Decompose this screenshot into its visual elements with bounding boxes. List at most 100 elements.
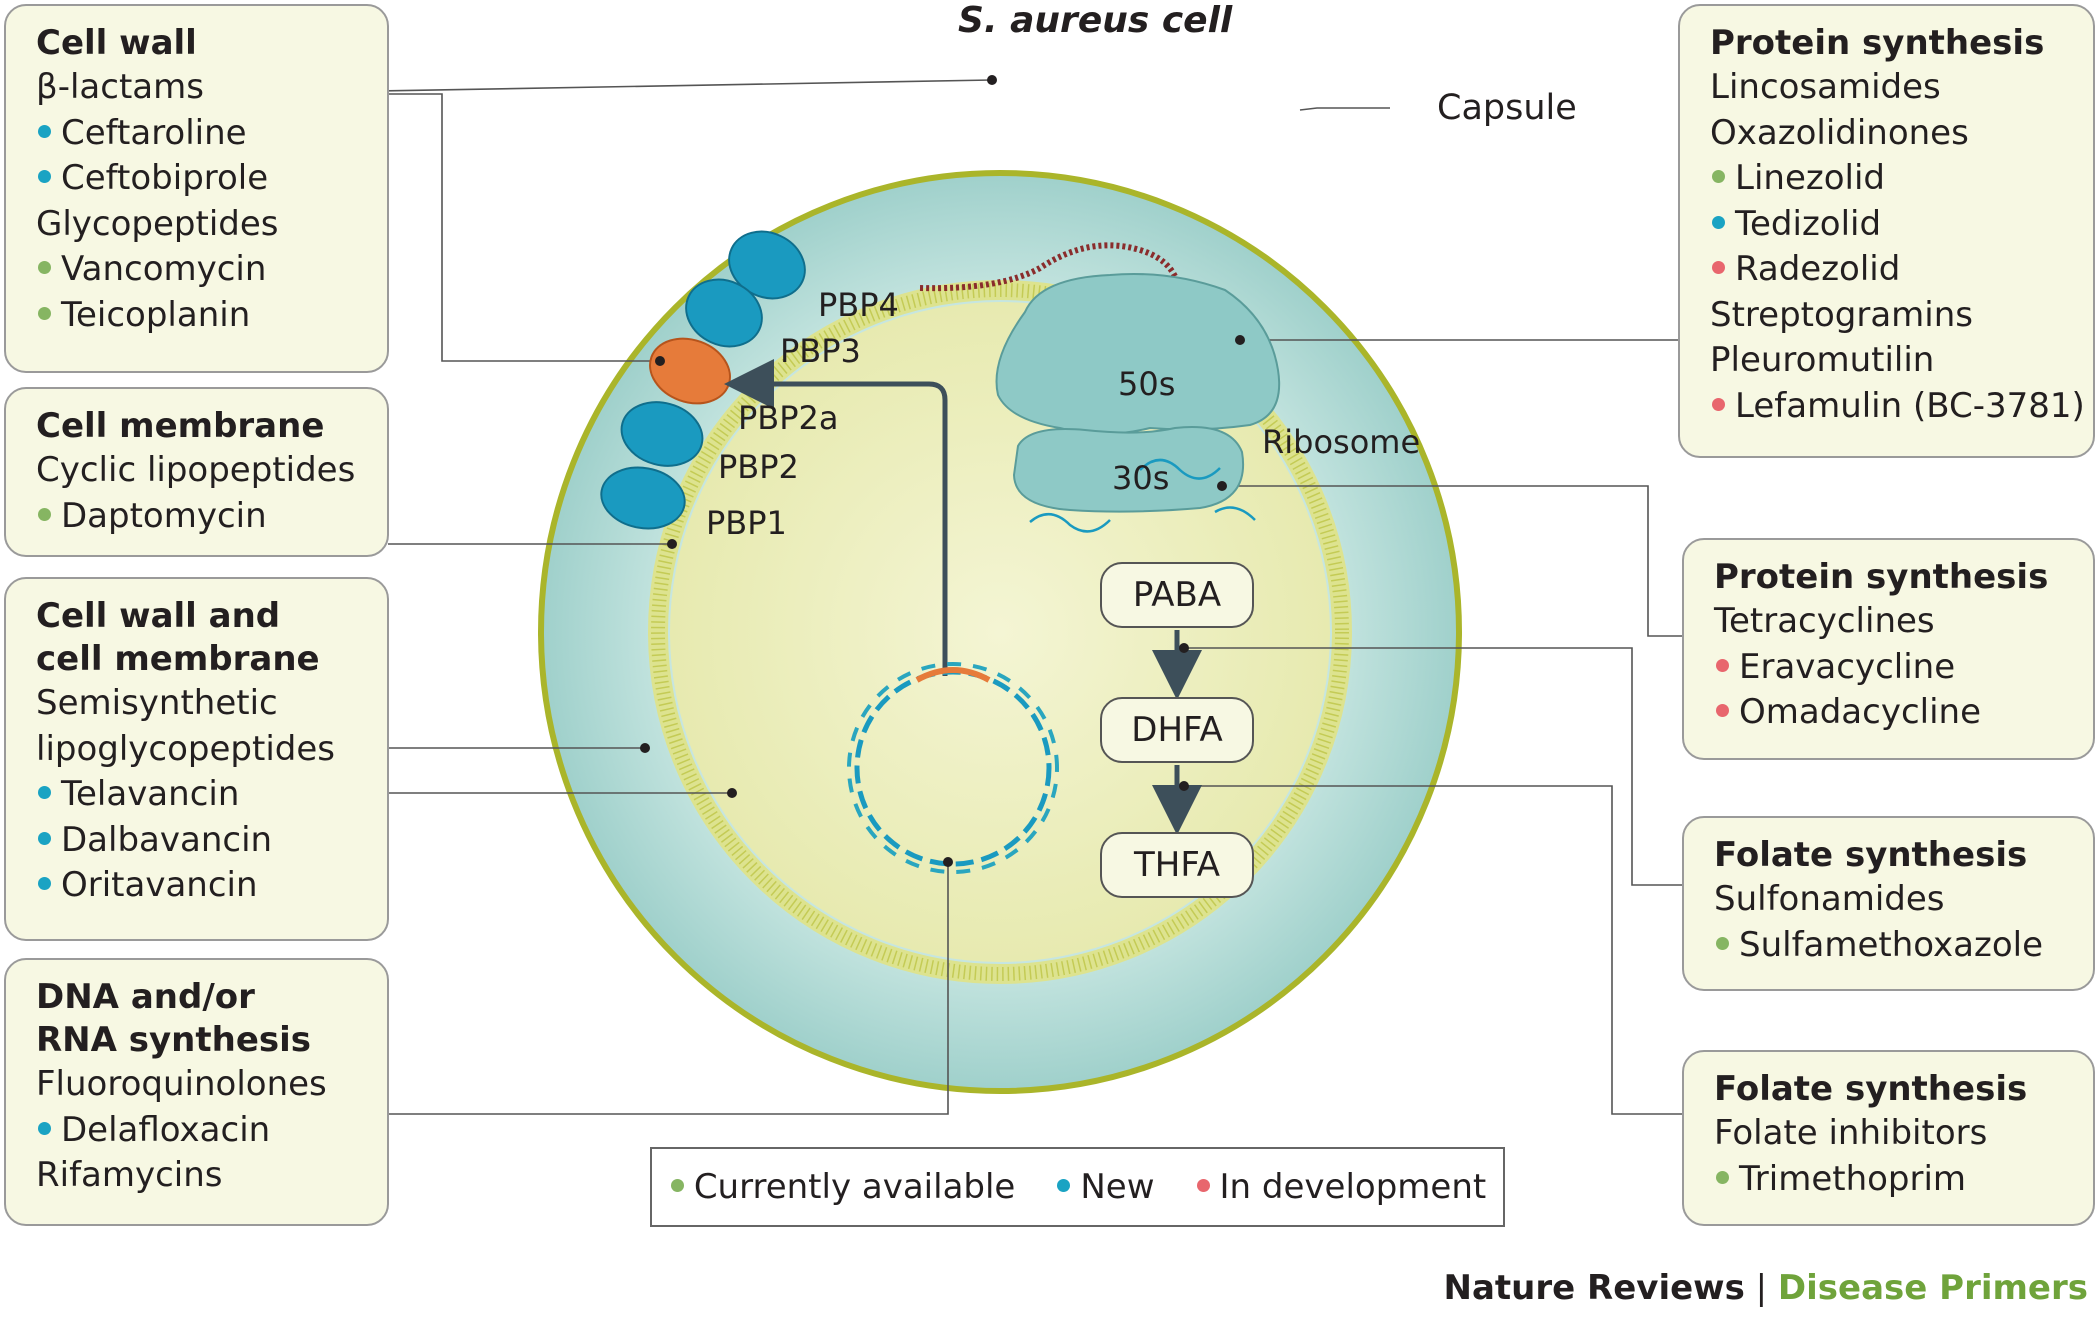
new-dot-icon [1057, 1179, 1071, 1192]
ribosome-30s-label: 30s [1112, 459, 1170, 497]
pbp1-label: PBP1 [706, 504, 787, 542]
pbp4b-protein [685, 278, 763, 348]
line-text: Protein synthesis [1710, 23, 2045, 63]
drug-class: Tetracyclines [1714, 599, 2075, 645]
pbp2-protein [620, 401, 704, 467]
journal-series: Disease Primers [1777, 1268, 2088, 1308]
line-text: Trimethoprim [1739, 1158, 1967, 1199]
ribosome-30s-subunit [1012, 426, 1245, 513]
drug-class: Sulfonamides [1714, 877, 2075, 923]
box-title: RNA synthesis [36, 1019, 369, 1062]
legend: Currently available New In development [650, 1147, 1505, 1227]
line-text: Linezolid [1735, 158, 1885, 198]
line-text: Sulfonamides [1714, 879, 1945, 919]
drug-item: Vancomycin [36, 247, 369, 293]
line-text: Dalbavancin [61, 819, 273, 860]
available-status-dot-icon [38, 306, 51, 320]
drug-item: Ceftobiprole [36, 156, 369, 202]
available-status-dot-icon [38, 261, 51, 274]
available-status-dot-icon [38, 507, 51, 521]
drug-class: Fluoroquinolones [36, 1062, 369, 1108]
drug-item: Delafloxacin [36, 1108, 369, 1154]
legend-available-label: Currently available [693, 1167, 1016, 1207]
drug-class: Streptogramins [1710, 293, 2075, 339]
drug-class: Folate inhibitors [1714, 1111, 2075, 1157]
mrna-strand [919, 242, 1184, 331]
line-text: Ceftaroline [61, 112, 247, 153]
line-text: Oxazolidinones [1710, 112, 1969, 153]
dev-status-dot-icon [1716, 658, 1729, 672]
in-development-dot-icon [1196, 1179, 1210, 1192]
line-text: Rifamycins [36, 1155, 223, 1195]
drug-class: Oxazolidinones [1710, 111, 2075, 157]
line-text: Streptogramins [1710, 294, 1974, 335]
line-text: Sulfamethoxazole [1739, 924, 2044, 965]
new-status-dot-icon [38, 124, 51, 138]
line-text: β-lactams [36, 67, 204, 107]
new-status-dot-icon [38, 170, 51, 183]
ribosome-label: Ribosome [1262, 423, 1421, 461]
new-status-dot-icon [38, 786, 51, 799]
ribosome-50s-label: 50s [1118, 365, 1176, 403]
line-text: Glycopeptides [36, 203, 279, 244]
journal-name: Nature Reviews [1443, 1268, 1745, 1308]
line-text: Cell wall and [36, 596, 281, 636]
drug-class: Lincosamides [1710, 65, 2075, 111]
legend-dev: In development [1195, 1167, 1486, 1207]
line-text: Protein synthesis [1714, 557, 2049, 597]
available-status-dot-icon [1716, 1170, 1729, 1184]
line-text: Ceftobiprole [61, 158, 269, 198]
line-text: Tedizolid [1735, 203, 1882, 244]
available-status-dot-icon [1712, 170, 1725, 183]
line-text: Pleuromutilin [1710, 340, 1935, 380]
drug-item: Daptomycin [36, 494, 369, 540]
line-text: Cell wall [36, 23, 197, 63]
drug-class: lipoglycopeptides [36, 727, 369, 773]
drug-class: Cyclic lipopeptides [36, 448, 369, 494]
ribosome-50s-subunit [995, 273, 1281, 435]
line-text: Folate inhibitors [1714, 1113, 1988, 1153]
pbp3-label: PBP3 [780, 332, 861, 370]
drug-item: Lefamulin (BC-3781) [1710, 384, 2085, 430]
box-title: Folate synthesis [1714, 834, 2075, 877]
line-text: Oritavancin [61, 865, 258, 905]
drug-item: Trimethoprim [1714, 1157, 2075, 1203]
line-text: Fluoroquinolones [36, 1064, 327, 1104]
box-title: cell membrane [36, 638, 369, 681]
new-status-dot-icon [38, 1121, 51, 1135]
drug-class: Glycopeptides [36, 202, 369, 248]
line-text: Tetracyclines [1714, 601, 1935, 641]
box-title: Folate synthesis [1714, 1068, 2075, 1111]
drug-item: Tedizolid [1710, 202, 2075, 248]
dna-plasmid [847, 662, 1059, 874]
line-text: RNA synthesis [36, 1020, 312, 1060]
drug-item: Teicoplanin [36, 293, 369, 339]
drug-class: Rifamycins [36, 1153, 369, 1199]
line-text: Lefamulin (BC-3781) [1735, 385, 2085, 426]
new-status-dot-icon [1712, 215, 1725, 229]
new-status-dot-icon [38, 877, 51, 890]
paba-node: PABA [1100, 562, 1254, 628]
capsule-label: Capsule [1437, 88, 1577, 128]
connector-dots [640, 75, 1245, 867]
drug-class: β-lactams [36, 65, 369, 111]
connector-lines [209, 79, 1684, 1115]
legend-available: Currently available [669, 1167, 1016, 1207]
line-text: Vancomycin [61, 249, 267, 289]
pbp2a-label: PBP2a [738, 399, 839, 437]
mrna-30s [1029, 458, 1256, 533]
available-status-dot-icon [1716, 936, 1729, 950]
pbp4-label: PBP4 [818, 286, 899, 324]
pbp4-protein [728, 230, 806, 300]
drug-item: Omadacycline [1714, 690, 2075, 736]
legend-new: New [1055, 1167, 1155, 1207]
cell-title: S. aureus cell [958, 0, 1233, 41]
legend-new-label: New [1080, 1167, 1155, 1207]
drug-item: Telavancin [36, 772, 369, 818]
available-dot-icon [670, 1179, 684, 1192]
